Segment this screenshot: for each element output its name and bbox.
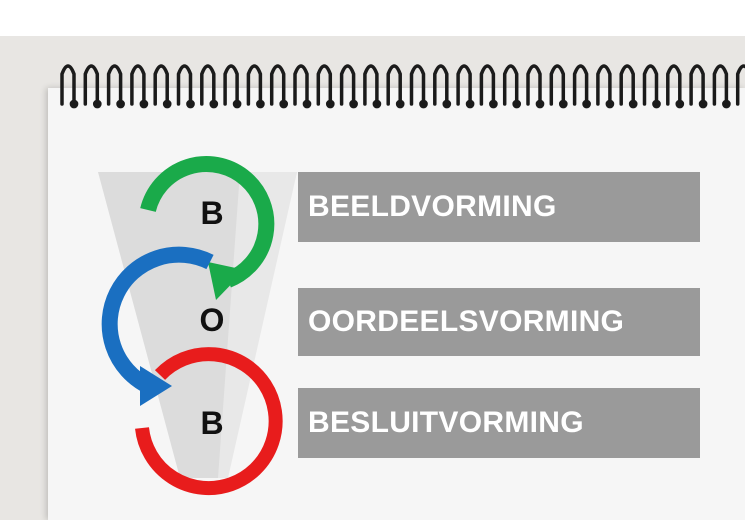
funnel-highlight: [218, 172, 297, 478]
spiral-coil: [409, 64, 426, 106]
spiral-coil: [735, 64, 745, 106]
spiral-coil: [130, 64, 146, 106]
spiral-hole: [628, 99, 638, 109]
letter-o: O: [199, 302, 225, 338]
spiral-binding: [60, 64, 745, 109]
spiral-coil: [316, 64, 333, 106]
label-oordeelsvorming: OORDEELSVORMING: [298, 288, 700, 356]
spiral-coil: [502, 64, 519, 106]
spiral-hole: [139, 99, 149, 109]
spiral-hole: [675, 99, 685, 109]
spiral-hole: [256, 99, 265, 109]
spiral-coil: [153, 64, 169, 106]
label-oordeelsvorming-text: OORDEELSVORMING: [308, 305, 625, 338]
spiral-hole: [442, 99, 452, 109]
spiral-coil: [689, 64, 705, 106]
spiral-hole: [512, 99, 522, 109]
label-besluitvorming-text: BESLUITVORMING: [308, 406, 584, 439]
red-ring: [135, 347, 283, 496]
spiral-coil: [246, 64, 263, 106]
spiral-hole: [116, 99, 125, 109]
spiral-coil: [293, 64, 309, 106]
spiral-coil: [176, 64, 193, 106]
spiral-coil: [596, 64, 612, 106]
spiral-coil: [363, 64, 379, 106]
spiral-coil: [456, 64, 472, 106]
spiral-coil: [269, 64, 286, 106]
label-beeldvorming: BEELDVORMING: [298, 172, 700, 242]
spiral-hole: [372, 99, 382, 109]
spiral-coil: [572, 64, 589, 106]
green-arrowhead: [208, 262, 245, 300]
spiral-hole: [465, 99, 475, 109]
blue-circular-arrow: [101, 246, 214, 394]
spiral-coil: [642, 64, 659, 106]
spiral-hole: [232, 99, 242, 109]
spiral-hole: [279, 99, 289, 109]
spiral-hole: [605, 99, 615, 109]
blue-arrowhead: [140, 366, 172, 406]
spiral-hole: [698, 99, 708, 109]
label-besluitvorming: BESLUITVORMING: [298, 388, 700, 458]
spiral-hole: [186, 99, 195, 109]
green-circular-arrow: [140, 156, 275, 288]
spiral-hole: [489, 99, 498, 109]
spiral-hole: [582, 99, 591, 109]
spiral-hole: [652, 99, 661, 109]
spiral-coil: [549, 64, 566, 106]
spiral-hole: [69, 99, 79, 109]
spiral-coil: [339, 64, 356, 106]
spiral-hole: [349, 99, 358, 109]
spiral-coil: [200, 64, 216, 106]
spiral-coil: [83, 64, 100, 106]
spiral-hole: [209, 99, 219, 109]
spiral-hole: [92, 99, 102, 109]
letter-b-top: B: [200, 195, 224, 231]
spiral-coil: [479, 64, 496, 106]
spiral-coil: [712, 64, 729, 106]
spiral-hole: [535, 99, 545, 109]
letter-b-bottom: B: [200, 405, 224, 441]
spiral-coil: [60, 64, 76, 106]
spiral-hole: [722, 99, 731, 109]
spiral-hole: [162, 99, 172, 109]
spiral-hole: [395, 99, 405, 109]
spiral-hole: [325, 99, 335, 109]
spiral-coil: [526, 64, 542, 106]
spiral-coil: [106, 64, 123, 106]
label-beeldvorming-text: BEELDVORMING: [308, 190, 557, 223]
spiral-hole: [419, 99, 428, 109]
spiral-coil: [619, 64, 635, 106]
spiral-hole: [302, 99, 312, 109]
spiral-coil: [666, 64, 682, 106]
spiral-coil: [386, 64, 402, 106]
spiral-coil: [433, 64, 449, 106]
spiral-hole: [558, 99, 568, 109]
spiral-coil: [223, 64, 239, 106]
